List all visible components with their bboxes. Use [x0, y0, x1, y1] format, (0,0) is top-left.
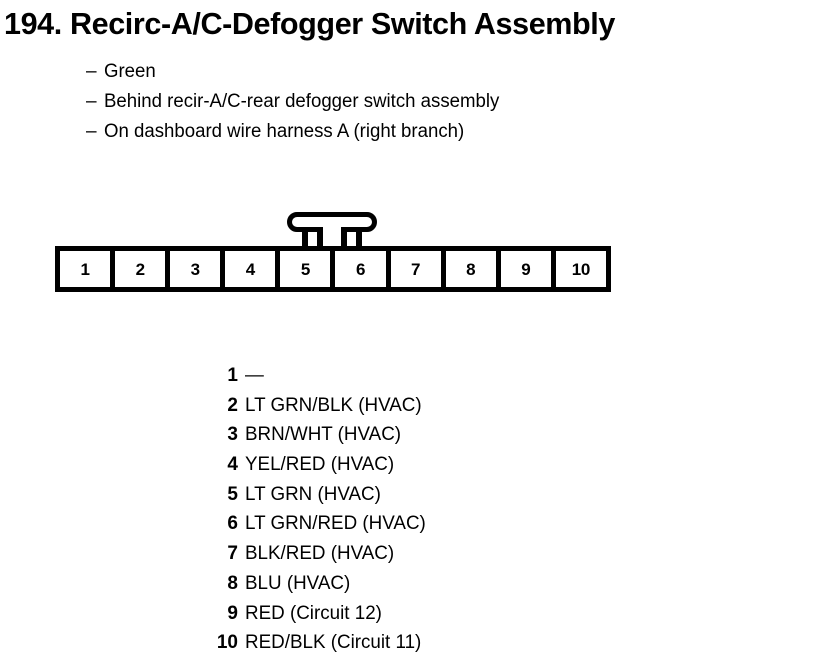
- pin-legend-wire: LT GRN/BLK (HVAC): [245, 394, 422, 416]
- pin-legend-wire: LT GRN (HVAC): [245, 483, 381, 505]
- description-item: – On dashboard wire harness A (right bra…: [86, 117, 786, 147]
- pin-legend-number: 1: [227, 365, 238, 386]
- pin-legend-number: 10: [216, 632, 238, 654]
- pin-legend-wire: BLK/RED (HVAC): [245, 543, 395, 565]
- connector-pin-10: 10: [555, 251, 606, 287]
- pin-legend-number: 6: [227, 513, 238, 535]
- connector-diagram: 1 2 3 4 5 6 7 8 9 10: [55, 212, 615, 297]
- dash-bullet-icon: –: [86, 91, 97, 112]
- latch-stem-right: [356, 227, 362, 248]
- pin-legend-row: 8 BLU (HVAC): [150, 569, 650, 599]
- latch-neck: [317, 227, 347, 248]
- connector-pin-8: 8: [445, 251, 496, 287]
- description-item: – Behind recir-A/C-rear defogger switch …: [86, 87, 786, 117]
- pin-legend-row: 3 BRN/WHT (HVAC): [150, 420, 650, 450]
- description-list: – Green – Behind recir-A/C-rear defogger…: [86, 57, 786, 147]
- pin-legend-number: 5: [227, 483, 238, 505]
- connector-pin-5: 5: [280, 251, 331, 287]
- pin-legend-row: 4 YEL/RED (HVAC): [150, 450, 650, 480]
- connector-pin-7: 7: [390, 251, 441, 287]
- pin-legend-wire: YEL/RED (HVAC): [245, 454, 395, 476]
- pin-legend-row: 6 LT GRN/RED (HVAC): [150, 509, 650, 539]
- pin-legend-list: 1 — 2 LT GRN/BLK (HVAC) 3 BRN/WHT (HVAC)…: [150, 361, 650, 658]
- pin-legend-number: 4: [227, 454, 238, 476]
- pin-legend-number: 7: [227, 543, 238, 565]
- connector-pin-4: 4: [225, 251, 276, 287]
- connector-pin-3: 3: [170, 251, 221, 287]
- pin-legend-row: 10 RED/BLK (Circuit 11): [150, 628, 650, 658]
- pin-legend-wire: RED/BLK (Circuit 11): [245, 632, 422, 654]
- connector-pin-6: 6: [335, 251, 386, 287]
- description-item: – Green: [86, 57, 786, 87]
- latch-stem-left: [302, 227, 308, 248]
- description-item-text: Green: [104, 61, 156, 82]
- description-item-text: Behind recir-A/C-rear defogger switch as…: [104, 91, 500, 112]
- pin-legend-row: 7 BLK/RED (HVAC): [150, 539, 650, 569]
- dash-bullet-icon: –: [86, 121, 97, 142]
- pin-legend-number: 9: [227, 602, 238, 624]
- dash-bullet-icon: –: [86, 61, 97, 82]
- pin-legend-wire: BRN/WHT (HVAC): [245, 424, 402, 446]
- pin-legend-row: 2 LT GRN/BLK (HVAC): [150, 391, 650, 421]
- page-title: 194. Recirc-A/C-Defogger Switch Assembly: [4, 6, 615, 41]
- pin-legend-wire: —: [245, 365, 264, 386]
- connector-pin-1: 1: [60, 251, 111, 287]
- connector-pin-9: 9: [500, 251, 551, 287]
- pin-legend-row: 5 LT GRN (HVAC): [150, 480, 650, 510]
- connector-latch-icon: [287, 212, 377, 249]
- pin-legend-wire: BLU (HVAC): [245, 572, 351, 594]
- pin-legend-wire: RED (Circuit 12): [245, 602, 382, 624]
- connector-pin-2: 2: [115, 251, 166, 287]
- connector-pin-row: 1 2 3 4 5 6 7 8 9 10: [55, 246, 611, 292]
- pin-legend-row: 9 RED (Circuit 12): [150, 599, 650, 629]
- pin-legend-number: 2: [227, 394, 238, 416]
- pin-legend-wire: LT GRN/RED (HVAC): [245, 513, 426, 535]
- pin-legend-number: 3: [227, 424, 238, 446]
- pin-legend-number: 8: [227, 572, 238, 594]
- pin-legend-row: 1 —: [150, 361, 650, 391]
- description-item-text: On dashboard wire harness A (right branc…: [104, 121, 465, 142]
